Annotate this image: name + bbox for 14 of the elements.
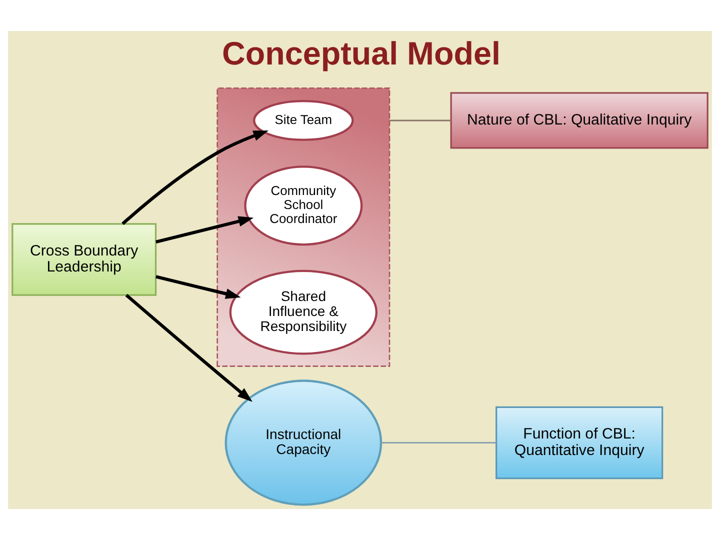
node-ellipse: Instructional Capacity [224, 380, 382, 506]
node-box: Cross Boundary Leadership [12, 223, 157, 296]
arrow [125, 294, 252, 402]
node-box: Function of CBL: Quantitative Inquiry [496, 406, 664, 480]
node-box: Nature of CBL: Qualitative Inquiry [450, 92, 708, 149]
arrow [122, 130, 269, 226]
cluster [216, 87, 390, 367]
connector [390, 120, 452, 122]
connector [381, 442, 496, 444]
node-ellipse: Community School Coordinator [244, 166, 363, 246]
arrow [156, 216, 254, 244]
diagram-title: Conceptual Model [222, 35, 500, 72]
node-ellipse: Shared Influence & Responsibility [229, 270, 378, 355]
arrow [156, 275, 241, 299]
